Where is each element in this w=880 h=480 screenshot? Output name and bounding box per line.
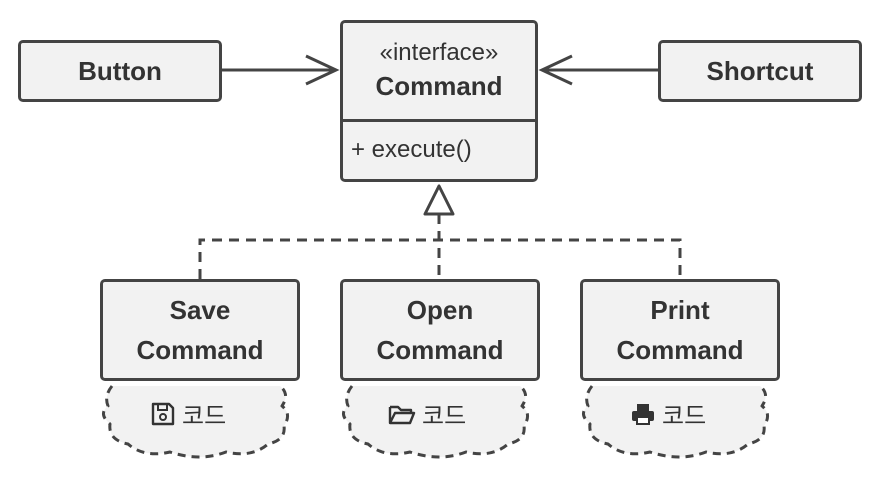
print-command-box: Print Command bbox=[580, 279, 780, 381]
print-code-text: 코드 bbox=[662, 403, 707, 430]
printer-icon bbox=[630, 401, 656, 427]
save-code-label: 코드 bbox=[150, 396, 226, 431]
print-command-line2: Command bbox=[616, 335, 744, 365]
shortcut-class-label: Shortcut bbox=[706, 56, 814, 86]
open-code-label: 코드 bbox=[388, 396, 466, 431]
open-command-line2: Command bbox=[376, 335, 504, 365]
print-command-line1: Print bbox=[650, 295, 710, 325]
button-class-label: Button bbox=[78, 56, 162, 86]
floppy-disk-icon bbox=[150, 401, 176, 427]
print-code-cloud bbox=[582, 384, 769, 459]
realization-lines bbox=[198, 214, 682, 279]
open-command-line1: Open bbox=[406, 295, 474, 325]
button-arrowhead bbox=[305, 54, 340, 86]
command-interface-header: «interface» Command bbox=[343, 23, 535, 122]
interface-stereotype: «interface» bbox=[379, 39, 499, 66]
command-interface-box: «interface» Command + execute() bbox=[340, 20, 538, 182]
interface-name: Command bbox=[375, 71, 503, 101]
save-command-line1: Save bbox=[169, 295, 231, 325]
button-class-box: Button bbox=[18, 40, 222, 102]
save-command-box: Save Command bbox=[100, 279, 300, 381]
save-command-line2: Command bbox=[136, 335, 264, 365]
interface-method: + execute() bbox=[351, 136, 472, 163]
save-code-text: 코드 bbox=[182, 403, 227, 430]
open-code-cloud bbox=[342, 384, 529, 459]
open-command-box: Open Command bbox=[340, 279, 540, 381]
realization-triangle bbox=[423, 184, 455, 216]
print-code-label: 코드 bbox=[630, 396, 706, 431]
save-code-cloud bbox=[102, 384, 289, 459]
shortcut-class-box: Shortcut bbox=[658, 40, 862, 102]
open-code-text: 코드 bbox=[422, 403, 467, 430]
folder-icon bbox=[388, 401, 416, 427]
shortcut-arrowhead bbox=[538, 54, 573, 86]
